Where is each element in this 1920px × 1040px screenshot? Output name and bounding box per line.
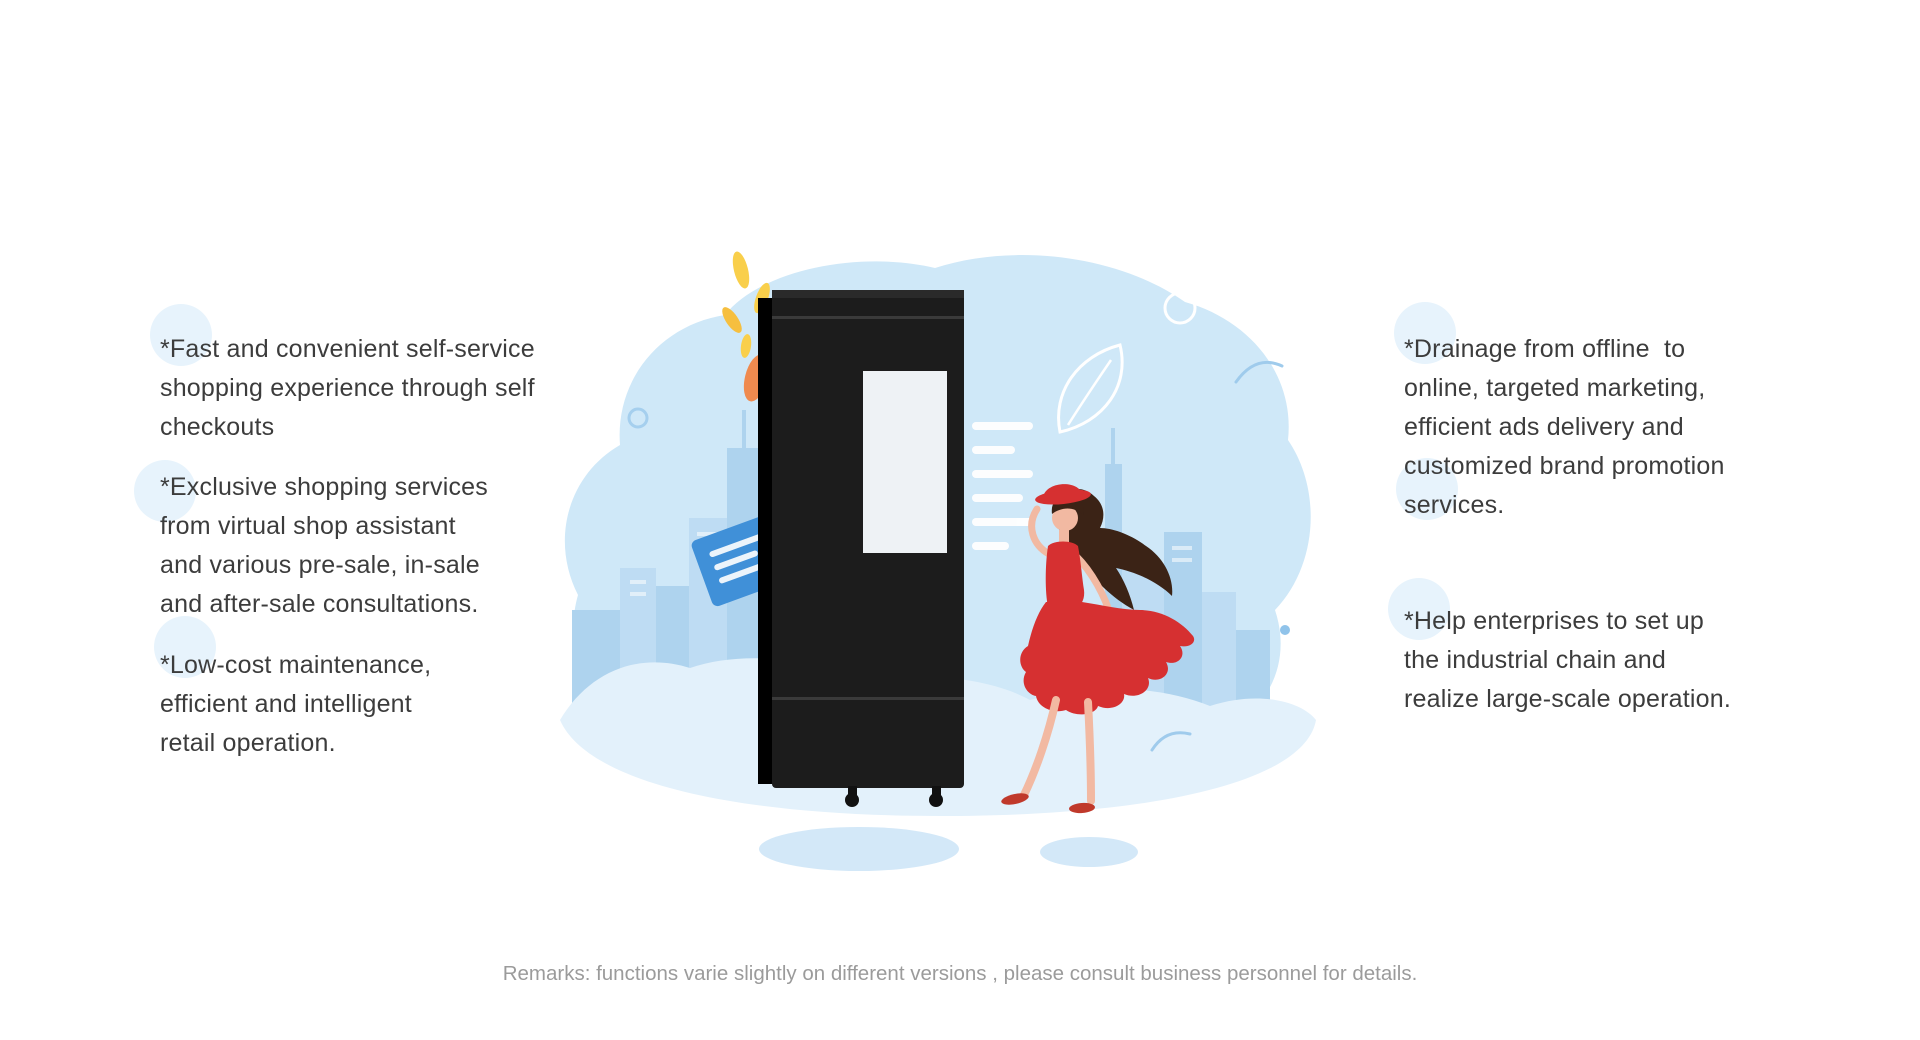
woman-skirt xyxy=(1020,602,1195,715)
white-leaf-vein xyxy=(1066,359,1113,426)
woman-in-red xyxy=(1001,484,1195,814)
woman-shoe-right xyxy=(1069,802,1095,814)
benefit-text-enterprises: *Help enterprises to set up the industri… xyxy=(1404,607,1732,713)
kiosk-illustration xyxy=(560,250,1320,900)
woman-head xyxy=(1052,505,1078,531)
woman-hat xyxy=(1035,484,1091,505)
benefit-text-low-cost: *Low-cost maintenance, efficient and int… xyxy=(160,651,432,757)
woman-shoe-left xyxy=(1001,793,1029,805)
accent-circle xyxy=(1394,302,1456,364)
woman-leg-left xyxy=(1020,696,1060,799)
woman-bodice xyxy=(1045,541,1085,607)
kiosk-shadow xyxy=(759,827,959,871)
accent-circle xyxy=(1388,578,1450,640)
swoosh-line xyxy=(1234,361,1284,384)
kiosk-scene xyxy=(560,251,1316,871)
accent-circle xyxy=(1396,458,1458,520)
woman-leg-right xyxy=(1084,698,1095,805)
kiosk-casters xyxy=(845,786,943,807)
blue-dot xyxy=(1280,625,1290,635)
blue-circle-outline xyxy=(627,407,649,429)
remarks-text: Remarks: functions varie slightly on dif… xyxy=(502,962,1418,985)
accent-circle xyxy=(134,460,196,522)
swoosh-line-2 xyxy=(1150,731,1192,752)
accent-circle xyxy=(154,616,216,678)
benefit-text-drainage: *Drainage from offline to online, target… xyxy=(1404,335,1725,519)
kiosk-screen xyxy=(863,371,947,553)
woman-neck xyxy=(1059,530,1069,542)
benefit-text-self-service: *Fast and convenient self-service shoppi… xyxy=(160,335,535,441)
vending-kiosk xyxy=(758,290,964,807)
benefit-text-shop-assistant: *Exclusive shopping services from virtua… xyxy=(160,473,488,618)
accent-circle xyxy=(150,304,212,366)
woman-shadow xyxy=(1040,837,1138,867)
white-leaf-outline xyxy=(1057,343,1124,434)
text-bars xyxy=(972,422,1033,550)
woman-hair xyxy=(1056,489,1173,610)
woman-arm-raised xyxy=(1028,505,1053,558)
kiosk-side xyxy=(758,298,776,784)
cloud-circle-outline xyxy=(1163,291,1197,325)
